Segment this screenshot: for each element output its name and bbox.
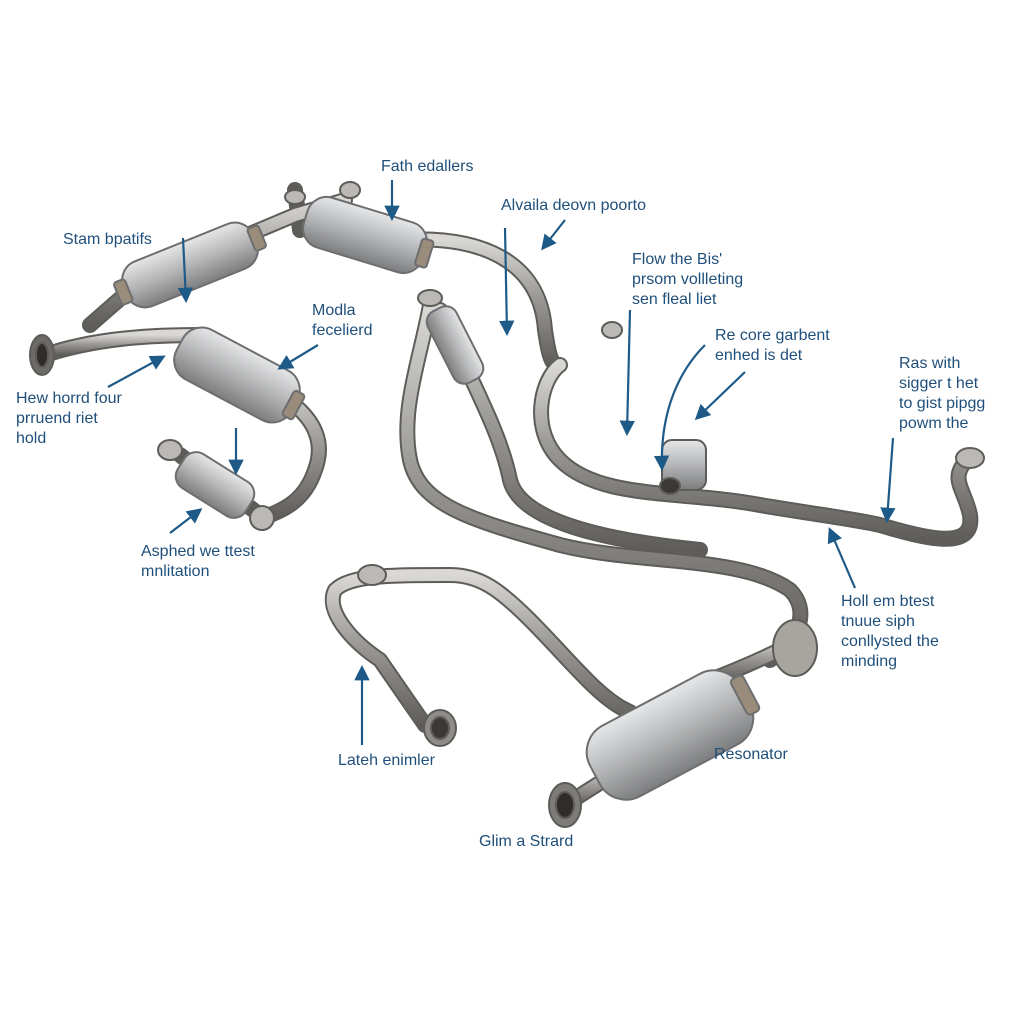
label-line: minding bbox=[841, 653, 898, 670]
label-ras-with: Ras with sigger t het to gist pipgg powm… bbox=[899, 354, 985, 434]
label-hew-horrd: Hew horrd four prruend riet hold bbox=[16, 389, 122, 449]
label-resonator: Resonator bbox=[714, 745, 788, 765]
label-line: powm the bbox=[899, 415, 969, 432]
label-alvaila: Alvaila deovn poorto bbox=[501, 196, 646, 216]
arrow-icon bbox=[619, 309, 635, 437]
arrow-icon bbox=[694, 371, 746, 421]
label-line: Glim a Strard bbox=[479, 833, 574, 850]
label-line: Resonator bbox=[714, 746, 788, 763]
label-line: conllysted the bbox=[841, 633, 939, 650]
callout-arrows bbox=[107, 180, 896, 745]
label-line: sen fleal liet bbox=[632, 291, 717, 308]
label-line: Modla bbox=[312, 302, 356, 319]
label-line: mnlitation bbox=[141, 563, 210, 580]
label-stam-bpatifs: Stam bpatifs bbox=[63, 230, 152, 250]
muffler-icon bbox=[113, 195, 761, 801]
arrow-icon bbox=[880, 437, 896, 524]
label-line: Ras with bbox=[899, 355, 961, 372]
label-lateh: Lateh enimler bbox=[338, 751, 435, 771]
label-fath-edallers: Fath edallers bbox=[381, 157, 474, 177]
label-line: Asphed we ttest bbox=[141, 543, 255, 560]
arrow-icon bbox=[827, 527, 857, 589]
label-line: Stam bpatifs bbox=[63, 231, 152, 248]
label-line: tnuue siph bbox=[841, 613, 915, 630]
arrow-icon bbox=[169, 508, 203, 534]
arrow-icon bbox=[277, 344, 319, 370]
label-line: to gist pipgg bbox=[899, 395, 986, 412]
label-re-core: Re core garbent enhed is det bbox=[715, 326, 830, 366]
arrow-icon bbox=[107, 355, 166, 388]
label-line: Holl em btest bbox=[841, 593, 935, 610]
label-line: sigger t het bbox=[899, 375, 979, 392]
label-modla: Modla fecelierd bbox=[312, 301, 372, 341]
label-line: prruend riet bbox=[16, 410, 98, 427]
label-line: Re core garbent bbox=[715, 327, 830, 344]
label-line: hold bbox=[16, 430, 47, 447]
label-flow-the-bis: Flow the Bis' prsom vollleting sen fleal… bbox=[632, 250, 743, 310]
arrow-icon bbox=[177, 237, 194, 304]
label-line: Hew horrd four bbox=[16, 390, 122, 407]
arrow-icon bbox=[541, 219, 566, 251]
pipe-icon bbox=[29, 181, 985, 828]
label-line: Fath edallers bbox=[381, 158, 474, 175]
label-line: fecelierd bbox=[312, 322, 373, 339]
label-line: Alvaila deovn poorto bbox=[501, 197, 646, 214]
label-asphed: Asphed we ttest mnlitation bbox=[141, 542, 255, 582]
label-line: Flow the Bis' bbox=[632, 251, 723, 268]
label-holl-em: Holl em btest tnuue siph conllysted the … bbox=[841, 592, 939, 672]
arrow-icon bbox=[653, 344, 706, 472]
label-line: prsom vollleting bbox=[632, 271, 744, 288]
label-glim: Glim a Strard bbox=[479, 832, 573, 852]
label-line: enhed is det bbox=[715, 347, 803, 364]
arrow-icon bbox=[499, 227, 515, 337]
label-line: Lateh enimler bbox=[338, 752, 435, 769]
